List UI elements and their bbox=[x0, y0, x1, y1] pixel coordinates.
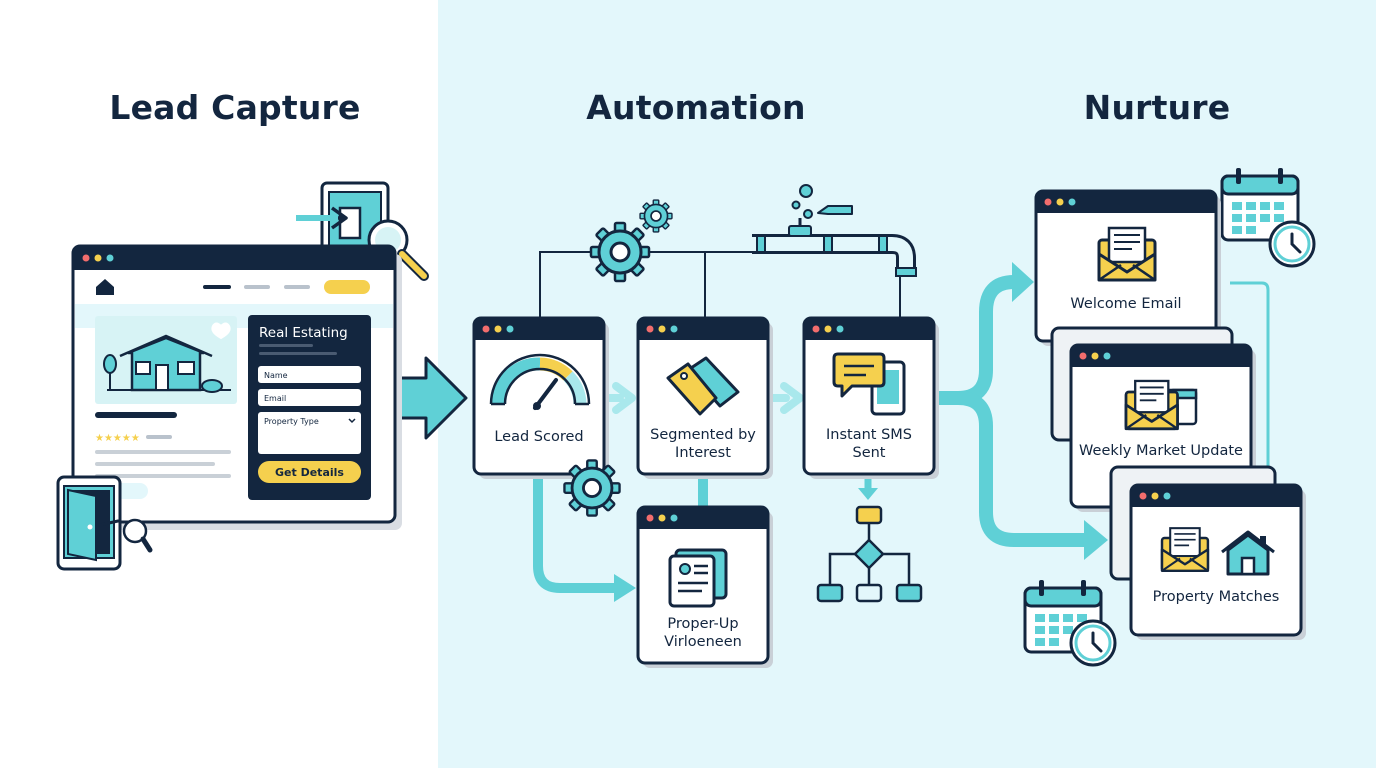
card-proper-up: Proper-Up Virloeneen bbox=[636, 505, 773, 668]
tablet-login-icon bbox=[296, 181, 390, 265]
proper-up-label-line1: Proper-Up bbox=[667, 616, 738, 632]
property-matches-label: Property Matches bbox=[1153, 589, 1280, 605]
gauge-icon bbox=[489, 353, 591, 410]
clock-icon-top bbox=[1268, 220, 1316, 268]
card-lead-scored: Lead Scored bbox=[472, 316, 609, 479]
card-segmented: Segmented by Interest bbox=[636, 316, 773, 479]
lead-scored-label: Lead Scored bbox=[494, 429, 583, 445]
house-image bbox=[95, 316, 237, 404]
tag-icon bbox=[666, 356, 740, 416]
card-sms: Instant SMS Sent bbox=[802, 316, 939, 479]
gear-icon bbox=[589, 221, 651, 283]
lead-capture-section: ★★★★★ Real Estating Name Email Property … bbox=[56, 181, 429, 571]
title-automation: Automation bbox=[586, 88, 806, 127]
title-lead-capture: Lead Capture bbox=[109, 88, 361, 127]
property-type-label: Property Type bbox=[264, 417, 319, 426]
name-field[interactable] bbox=[258, 366, 361, 383]
automation-section: Lead Scored Segmented by Interest bbox=[472, 184, 939, 668]
gear-icon-lower bbox=[563, 459, 621, 517]
weekly-update-label: Weekly Market Update bbox=[1079, 443, 1243, 459]
title-nurture: Nurture bbox=[1083, 88, 1231, 127]
segmented-label-line2: Interest bbox=[675, 445, 731, 461]
nav-cta-pill bbox=[324, 280, 370, 294]
mini-flowchart bbox=[816, 505, 923, 603]
connectors bbox=[390, 251, 1270, 603]
home-icon bbox=[96, 279, 114, 295]
heart-icon bbox=[211, 322, 231, 340]
rating-stars-icon: ★★★★★ bbox=[95, 433, 140, 444]
lead-form: Real Estating Name Email Property Type G… bbox=[248, 315, 371, 500]
card-welcome-email: Welcome Email bbox=[1034, 189, 1221, 346]
card-property-matches: Property Matches bbox=[1129, 483, 1306, 640]
email-field[interactable] bbox=[258, 389, 361, 406]
house-icon bbox=[1221, 530, 1275, 576]
pipe-icon bbox=[752, 184, 917, 277]
get-details-button[interactable] bbox=[258, 461, 361, 483]
gear-icon-small bbox=[639, 199, 673, 233]
welcome-email-label: Welcome Email bbox=[1070, 296, 1181, 312]
newsletter-icon bbox=[1124, 379, 1198, 431]
document-scroll-icon bbox=[668, 548, 728, 608]
clock-icon-bottom bbox=[1069, 619, 1117, 667]
form-title: Real Estating bbox=[259, 325, 348, 341]
chevron-down-icon bbox=[348, 418, 356, 424]
nurture-section: Welcome Email Weekly Market Update bbox=[1023, 166, 1316, 667]
sms-label-line2: Sent bbox=[852, 445, 885, 461]
property-type-select[interactable] bbox=[258, 412, 361, 454]
sms-chat-icon bbox=[832, 352, 906, 416]
email-placeholder: Email bbox=[264, 394, 286, 403]
tablet-door-icon bbox=[56, 475, 153, 571]
segmented-label-line1: Segmented by bbox=[650, 427, 756, 443]
proper-up-label-line2: Virloeneen bbox=[664, 634, 742, 650]
get-details-label: Get Details bbox=[275, 466, 344, 479]
arrow-capture-to-automation bbox=[390, 356, 468, 440]
name-placeholder: Name bbox=[264, 371, 288, 380]
sms-label-line1: Instant SMS bbox=[826, 427, 912, 443]
